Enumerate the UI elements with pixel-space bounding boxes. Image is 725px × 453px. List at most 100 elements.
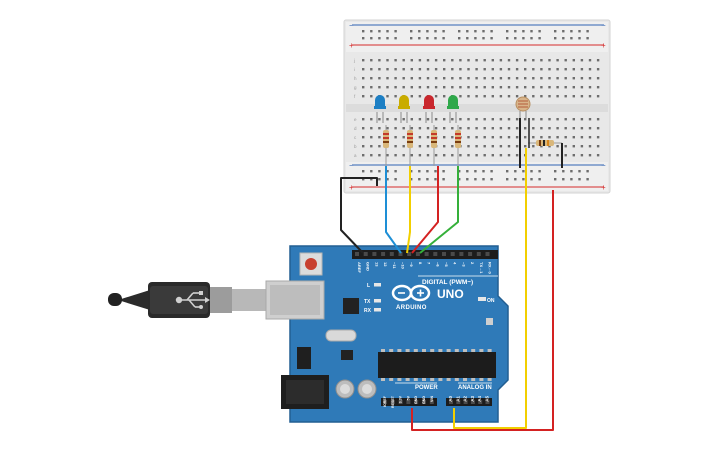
led-label-l: L	[367, 283, 370, 289]
rail-hole	[378, 30, 381, 33]
rail-hole	[426, 178, 429, 181]
breadboard-hole	[499, 118, 503, 121]
photoresistor[interactable]	[515, 96, 531, 118]
breadboard-hole	[443, 95, 446, 98]
digital-pin-hole[interactable]	[407, 252, 412, 256]
breadboard-hole	[410, 86, 413, 89]
wire-pin9-red[interactable]	[411, 166, 439, 254]
power-pin-hole[interactable]	[422, 400, 426, 404]
wire-pin11-blue[interactable]	[385, 166, 402, 254]
analog-pin-hole[interactable]	[470, 400, 475, 404]
breadboard-hole	[499, 154, 503, 157]
breadboard-hole	[362, 68, 365, 71]
usb-cable[interactable]	[108, 282, 266, 318]
digital-pin-hole[interactable]	[372, 252, 377, 256]
power-pin-hole[interactable]	[406, 400, 411, 404]
digital-pin-hole[interactable]	[468, 252, 473, 256]
digital-pin-label: ~9	[409, 262, 414, 267]
resistor[interactable]	[407, 125, 413, 166]
digital-pin-hole[interactable]	[398, 252, 403, 256]
rail-hole	[394, 170, 397, 173]
digital-pin-hole[interactable]	[459, 252, 464, 256]
resistor[interactable]	[455, 125, 461, 166]
digital-pin-hole[interactable]	[424, 252, 429, 256]
row-letter: e	[354, 117, 357, 122]
analog-pin-hole[interactable]	[478, 400, 483, 404]
power-pin-hole[interactable]	[414, 400, 419, 404]
breadboard-hole	[410, 68, 413, 71]
breadboard-hole	[564, 118, 567, 121]
red-led[interactable]	[423, 95, 435, 123]
digital-pin-hole[interactable]	[363, 252, 368, 256]
breadboard-hole	[540, 154, 543, 157]
blue-led[interactable]	[374, 95, 386, 123]
rail-hole	[530, 178, 533, 181]
breadboard-hole	[524, 59, 527, 62]
reset-button[interactable]	[299, 252, 323, 276]
breadboard-hole	[499, 86, 503, 89]
power-pin-hole[interactable]	[398, 400, 403, 404]
breadboard-hole	[467, 68, 470, 71]
breadboard-hole	[370, 127, 373, 130]
chip-pin	[389, 378, 394, 381]
chip-pin	[471, 349, 476, 352]
rail-hole	[522, 178, 525, 181]
breadboard-hole	[556, 118, 559, 121]
wire-pin10-yellow[interactable]	[406, 166, 411, 254]
row-letter: g	[354, 85, 357, 90]
chip-pin	[389, 349, 394, 352]
wire-pin8-green[interactable]	[419, 166, 459, 254]
resistor[interactable]	[528, 140, 562, 146]
breadboard-hole	[378, 59, 381, 62]
power-pin-hole[interactable]	[383, 400, 387, 404]
row-letter: i	[354, 67, 355, 72]
breadboard-hole	[556, 68, 559, 71]
digital-pin-hole[interactable]	[381, 252, 386, 256]
rail-hole	[442, 37, 445, 40]
breadboard-hole	[418, 136, 422, 139]
atmega-microcontroller	[378, 349, 496, 381]
rail-plus-sign: +	[601, 41, 606, 50]
rail-hole	[586, 178, 589, 181]
chip-body	[378, 352, 496, 378]
breadboard-hole	[499, 127, 503, 130]
analog-pin-hole[interactable]	[449, 400, 453, 404]
rail-hole	[458, 30, 461, 33]
digital-pin-hole[interactable]	[476, 252, 481, 256]
analog-pin-hole[interactable]	[463, 400, 468, 404]
digital-pin-label: 13	[374, 262, 379, 267]
rail-hole	[570, 170, 573, 173]
digital-pin-hole[interactable]	[450, 252, 455, 256]
digital-pin-hole[interactable]	[415, 252, 420, 256]
digital-pin-hole[interactable]	[355, 252, 359, 256]
breadboard-hole	[548, 77, 551, 80]
dc-power-jack[interactable]	[281, 375, 329, 409]
resistor[interactable]	[431, 125, 437, 166]
logo-right-loop	[409, 284, 431, 302]
wire-a0-yellow[interactable]	[453, 148, 527, 429]
digital-pin-hole[interactable]	[442, 252, 446, 256]
yellow-led[interactable]	[398, 95, 410, 123]
digital-pin-hole[interactable]	[485, 252, 490, 256]
breadboard-hole	[434, 86, 438, 89]
analog-pin-hole[interactable]	[456, 400, 461, 404]
resistor[interactable]	[383, 125, 389, 166]
digital-pin-hole[interactable]	[433, 252, 438, 256]
rail-hole	[562, 178, 565, 181]
breadboard-hole	[451, 86, 454, 89]
wire-5v-red[interactable]	[411, 190, 554, 431]
green-led[interactable]	[447, 95, 459, 123]
rail-hole	[522, 170, 525, 173]
breadboard-hole	[483, 77, 486, 80]
power-pin-hole[interactable]	[390, 400, 395, 404]
rail-hole	[466, 178, 469, 181]
analog-pin-hole[interactable]	[485, 400, 490, 404]
power-pin-hole[interactable]	[429, 400, 434, 404]
breadboard-hole	[491, 145, 494, 148]
rail-hole	[482, 37, 485, 40]
breadboard-hole	[588, 86, 592, 89]
rail-hole	[554, 170, 557, 173]
wire-gnd-black[interactable]	[340, 177, 378, 254]
digital-pin-hole[interactable]	[389, 252, 394, 256]
led-label-tx: TX	[364, 299, 371, 305]
